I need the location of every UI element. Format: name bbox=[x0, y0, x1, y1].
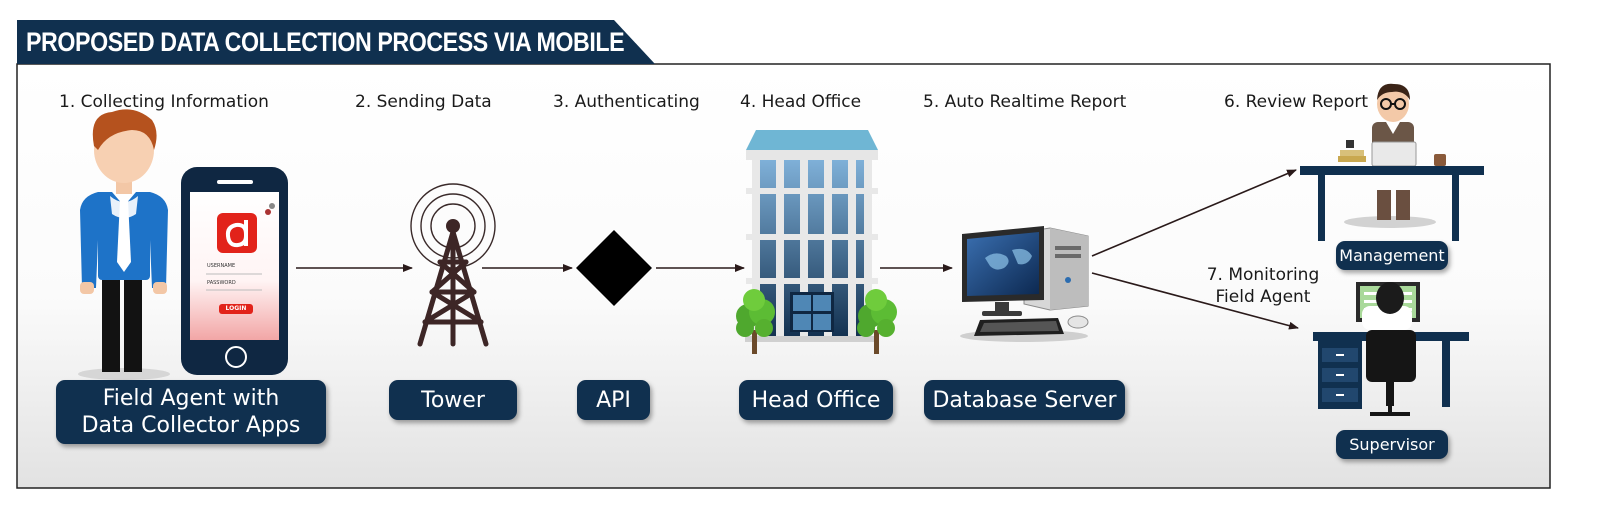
node-management: Management bbox=[1336, 241, 1448, 270]
tower-icon bbox=[410, 183, 496, 347]
api-diamond-icon bbox=[576, 230, 652, 306]
node-head-office: Head Office bbox=[739, 380, 893, 420]
step-label-sending-data: 2. Sending Data bbox=[355, 92, 492, 112]
management-desk-icon bbox=[1300, 83, 1484, 241]
step-label-head-office: 4. Head Office bbox=[740, 92, 862, 112]
supervisor-desk-icon bbox=[1313, 282, 1469, 416]
database-server-computer-icon bbox=[960, 226, 1089, 342]
step-label-collecting-information: 1. Collecting Information bbox=[59, 92, 269, 112]
arrow-database-to-supervisor bbox=[1091, 272, 1299, 330]
step-label-auto-realtime-report: 5. Auto Realtime Report bbox=[923, 92, 1127, 112]
mobile-phone-icon bbox=[181, 167, 288, 375]
phone-password-label: PASSWORD bbox=[207, 280, 236, 286]
step-label-review-report: 6. Review Report bbox=[1224, 92, 1369, 112]
head-office-building-icon bbox=[736, 130, 897, 354]
diagram-title: PROPOSED DATA COLLECTION PROCESS VIA MOB… bbox=[26, 27, 625, 57]
phone-username-label: USERNAME bbox=[207, 263, 236, 269]
node-tower: Tower bbox=[389, 380, 517, 420]
title-banner bbox=[17, 20, 655, 64]
phone-login-button[interactable]: LOGIN bbox=[225, 305, 247, 312]
node-supervisor: Supervisor bbox=[1336, 430, 1448, 459]
field-agent-figure-icon bbox=[78, 109, 170, 380]
node-field-agent: Field Agent with Data Collector Apps bbox=[56, 380, 326, 444]
step-label-monitoring-field-agent: 7. Monitoring Field Agent bbox=[1206, 265, 1320, 307]
node-database-server: Database Server bbox=[924, 380, 1125, 420]
node-api: API bbox=[577, 380, 650, 420]
step-label-authenticating: 3. Authenticating bbox=[553, 92, 700, 112]
arrow-database-to-management bbox=[1091, 169, 1297, 257]
